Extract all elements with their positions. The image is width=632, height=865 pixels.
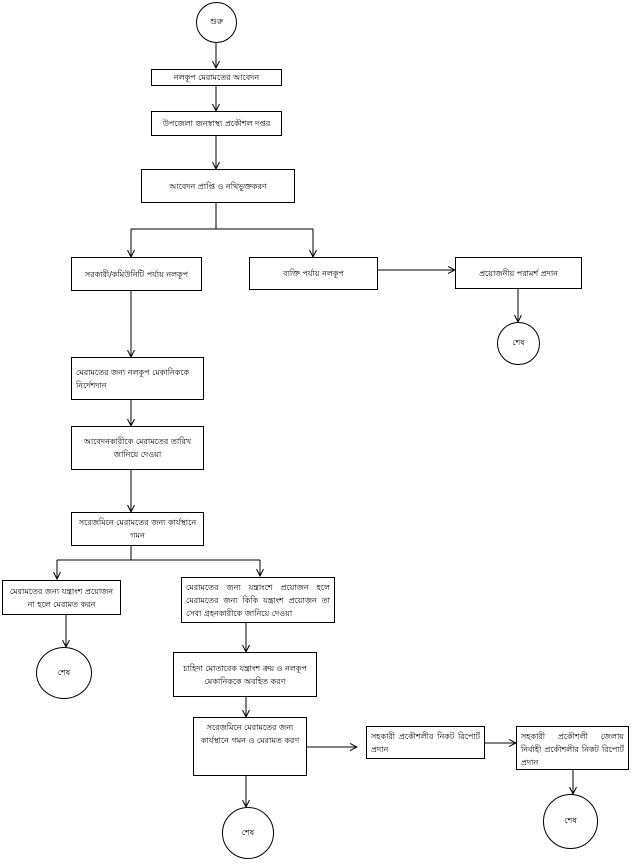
step-visit-repair: সরেজমিনে মেরামতের জন্য কার্যস্থানে গমন ও… [193, 717, 307, 776]
end-node-report: শেষ [543, 794, 598, 849]
step-no-parts: মেরামতের জন্য যন্ত্রাংশ প্রয়োজন না হলে … [2, 580, 121, 615]
step-parts-needed: মেরামতের জন্য যন্ত্রাংশে প্রয়োজন হলে মে… [181, 577, 335, 623]
step-instruct: মেরামতের জন্য নলকূপ মেকানিককে নির্দেশদান [71, 357, 204, 400]
step-private: ব্যক্তি পর্যায় নলকূপ [249, 257, 378, 290]
step-upazila: উপজেলা জনস্বাস্থ্য প্রকৌশল দপ্তর [151, 111, 282, 136]
step-report-ae: সহকারী প্রকৌশলীর নিকট রিপোর্ট প্রদান [366, 726, 485, 759]
step-buy-parts: চাহিদা মোতাবেক যন্ত্রাংশ ক্রয় ও নলকূপ ম… [173, 652, 317, 697]
step-report-ee: সহকারী প্রকৌশলী জেলায় নির্বাহী প্রকৌশলী… [516, 726, 629, 770]
end-node-repair: শেষ [222, 807, 274, 859]
step-advice: প্রয়োজনীয় পরামর্শ প্রদান [455, 257, 582, 289]
step-visit: সরেজমিনে মেরামতের জন্য কার্যস্থানে গমন [71, 512, 204, 546]
start-node: শুরু [196, 2, 237, 43]
end-node-private: শেষ [497, 322, 540, 365]
step-apply: নলকূপ মেরামতের আবেদন [151, 69, 282, 86]
step-govt: সরকারী/কমিউনিটি পর্যায় নলকূপ [71, 257, 202, 291]
step-receive: আবেদন প্রাপ্তি ও নথিভুক্তকরণ [141, 169, 295, 203]
end-node-no-parts: শেষ [36, 647, 92, 699]
step-inform-date: আবেদনকারীকে মেরামতের তারিখ জানিয়ে দেওয়… [71, 426, 204, 470]
